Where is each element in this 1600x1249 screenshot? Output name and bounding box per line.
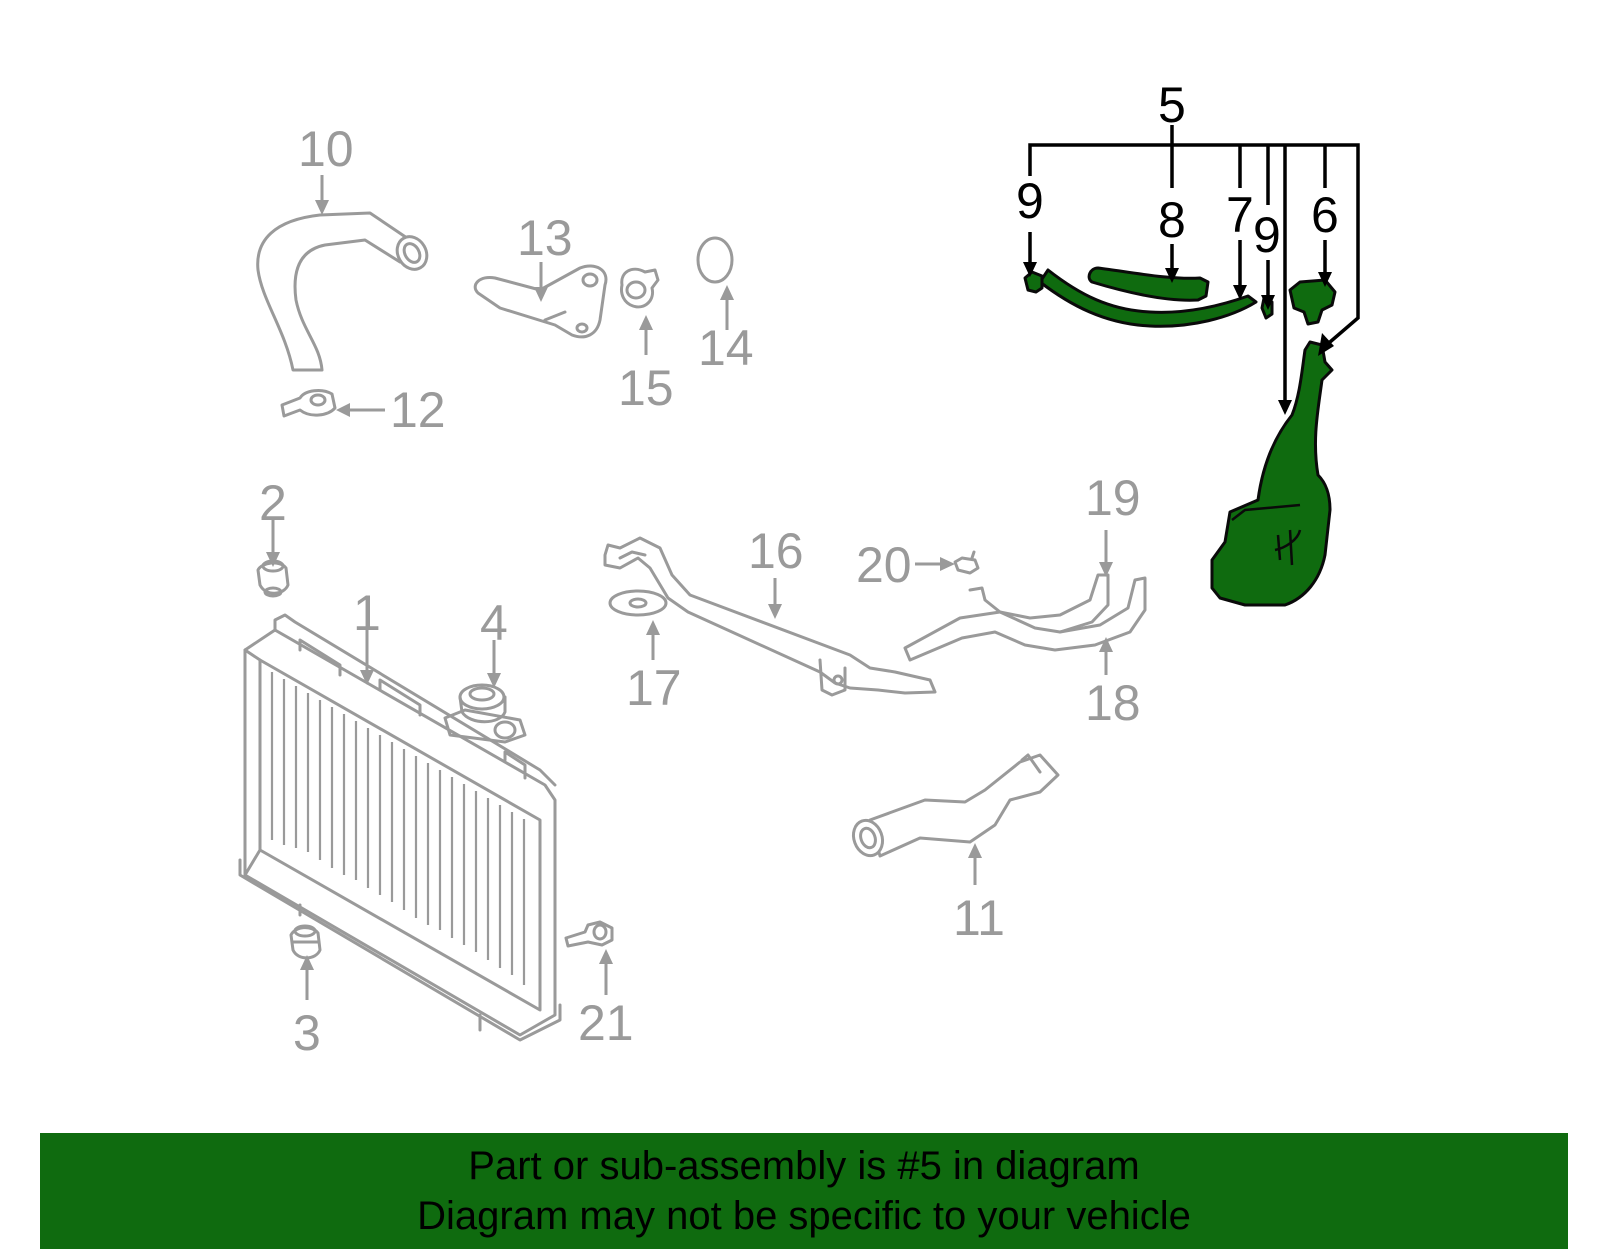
callout-3: 3 <box>293 1005 321 1061</box>
footer-banner: Part or sub-assembly is #5 in diagram Di… <box>40 1133 1568 1249</box>
pipe-gasket-part-17[interactable] <box>608 589 668 617</box>
callout-6: 6 <box>1311 187 1339 243</box>
callout-5: 5 <box>1158 77 1186 133</box>
callout-21: 21 <box>578 995 634 1051</box>
bypass-pipe-part-16[interactable] <box>603 536 937 697</box>
gray-callout-labels: 10 12 13 15 14 2 1 4 3 21 16 17 20 19 18… <box>259 121 1141 1061</box>
callout-16: 16 <box>748 523 804 579</box>
siphon-hose-part-7[interactable] <box>1038 268 1258 328</box>
callout-8: 8 <box>1158 192 1186 248</box>
assembly-5-callout-bracket <box>1023 125 1360 415</box>
overflow-hose-part-8[interactable] <box>1087 266 1210 302</box>
callout-2: 2 <box>259 475 287 531</box>
callout-15: 15 <box>618 360 674 416</box>
hose-clamp-part-9-left[interactable] <box>1023 270 1044 294</box>
highlighted-reservoir-assembly-part-5[interactable] <box>1023 266 1337 607</box>
radiator-cap-part-4[interactable] <box>443 683 527 744</box>
highlighted-callout-labels: 5 9 8 7 9 6 <box>1016 77 1339 263</box>
callout-10: 10 <box>298 121 354 177</box>
gasket-part-14[interactable] <box>696 236 734 284</box>
callout-4: 4 <box>480 595 508 651</box>
heater-pipe-part-19[interactable] <box>968 573 1110 634</box>
callout-9-left: 9 <box>1016 173 1044 229</box>
upper-radiator-hose-part-10[interactable] <box>256 211 433 372</box>
callout-9-right: 9 <box>1253 207 1281 263</box>
gray-callout-arrows <box>266 175 1113 1000</box>
callout-17: 17 <box>626 660 682 716</box>
footer-line-1: Part or sub-assembly is #5 in diagram <box>468 1144 1140 1188</box>
callout-14: 14 <box>698 320 754 376</box>
drain-plug-part-21[interactable] <box>564 920 614 948</box>
hose-clamp-part-12[interactable] <box>280 389 337 418</box>
water-outlet-part-13[interactable] <box>473 264 608 339</box>
callout-11: 11 <box>953 890 1005 946</box>
callout-18: 18 <box>1085 675 1141 731</box>
callout-20: 20 <box>856 537 912 593</box>
coolant-reservoir-tank[interactable] <box>1210 340 1334 607</box>
lower-radiator-hose-part-11[interactable] <box>849 753 1060 860</box>
callout-12: 12 <box>390 382 446 438</box>
callout-1: 1 <box>353 585 381 641</box>
clip-part-20[interactable] <box>953 550 980 575</box>
callout-7: 7 <box>1226 187 1254 243</box>
thermostat-part-15[interactable] <box>620 267 660 309</box>
reservoir-cap-part-6[interactable] <box>1288 278 1337 326</box>
heater-pipe-part-18[interactable] <box>903 576 1147 662</box>
footer-banner-background <box>40 1133 1568 1249</box>
footer-line-2: Diagram may not be specific to your vehi… <box>417 1194 1191 1238</box>
lower-mount-part-3[interactable] <box>289 924 322 960</box>
radiator-part-1[interactable] <box>238 613 562 1042</box>
callout-13: 13 <box>517 210 573 266</box>
callout-19: 19 <box>1085 470 1141 526</box>
